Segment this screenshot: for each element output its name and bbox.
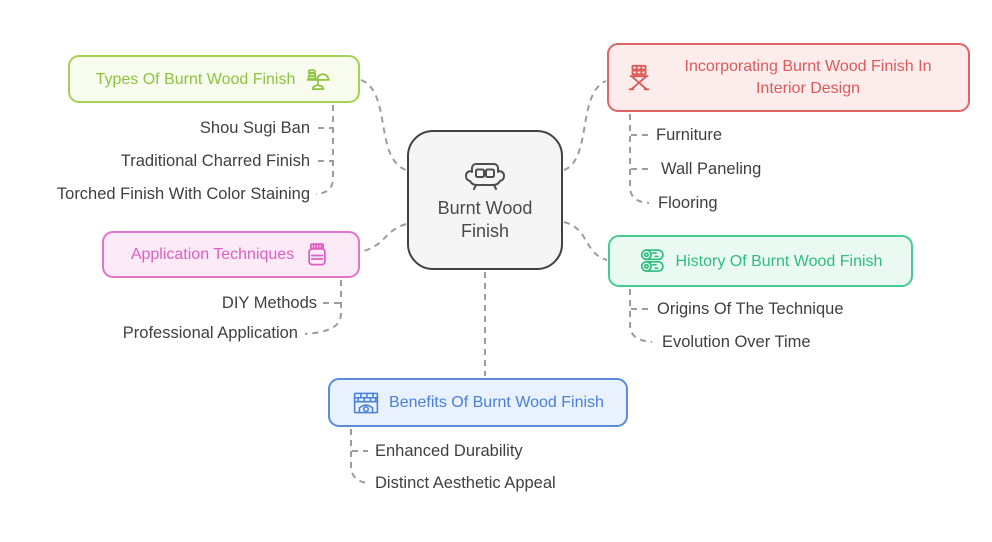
child-diy-methods[interactable]: DIY Methods: [221, 294, 317, 312]
director-chair-icon: [624, 63, 654, 93]
child-evolution-over-time[interactable]: Evolution Over Time: [662, 333, 811, 351]
child-origins-of-the-technique[interactable]: Origins Of The Technique: [657, 300, 844, 318]
fireplace-icon: [352, 389, 380, 417]
sofa-icon: [461, 158, 509, 190]
child-enhanced-durability[interactable]: Enhanced Durability: [375, 442, 523, 460]
child-shou-sugi-ban[interactable]: Shou Sugi Ban: [199, 119, 310, 137]
center-node-label: Burnt Wood Finish: [437, 197, 533, 241]
wood-stand-icon: [304, 65, 332, 93]
finish-jar-icon: [303, 241, 331, 269]
branch-node-application-label: Application Techniques: [130, 246, 295, 263]
child-traditional-charred-finish[interactable]: Traditional Charred Finish: [120, 152, 310, 170]
branch-node-history-label: History Of Burnt Wood Finish: [675, 252, 883, 270]
branch-node-history[interactable]: History Of Burnt Wood Finish: [608, 235, 913, 287]
child-furniture[interactable]: Furniture: [656, 126, 723, 144]
connector-benefits-children: [350, 429, 369, 484]
connector-history-children: [629, 289, 653, 343]
connector-center-types: [360, 79, 407, 171]
branch-node-types-label: Types Of Burnt Wood Finish: [95, 70, 296, 88]
branch-node-interior-design[interactable]: Incorporating Burnt Wood Finish In Inter…: [607, 43, 970, 112]
child-wall-paneling[interactable]: Wall Paneling: [661, 160, 762, 178]
branch-node-application-techniques[interactable]: Application Techniques: [102, 231, 360, 278]
child-torched-finish-with-color-staining[interactable]: Torched Finish With Color Staining: [56, 185, 310, 203]
connector-types-children: [315, 105, 334, 195]
child-distinct-aesthetic-appeal[interactable]: Distinct Aesthetic Appeal: [375, 474, 556, 492]
connector-center-application: [360, 223, 407, 253]
connector-center-interior: [563, 80, 607, 171]
connector-center-history: [563, 221, 608, 261]
child-professional-application[interactable]: Professional Application: [122, 324, 298, 342]
branch-node-interior-label: Incorporating Burnt Wood Finish In Inter…: [684, 57, 932, 97]
child-flooring[interactable]: Flooring: [658, 194, 718, 212]
center-node-burnt-wood-finish[interactable]: Burnt Wood Finish: [407, 130, 563, 270]
branch-node-benefits-label: Benefits Of Burnt Wood Finish: [389, 394, 604, 411]
logs-icon: [639, 247, 667, 275]
branch-node-types[interactable]: Types Of Burnt Wood Finish: [68, 55, 360, 103]
connector-interior-children: [629, 114, 650, 204]
branch-node-benefits[interactable]: Benefits Of Burnt Wood Finish: [328, 378, 628, 427]
